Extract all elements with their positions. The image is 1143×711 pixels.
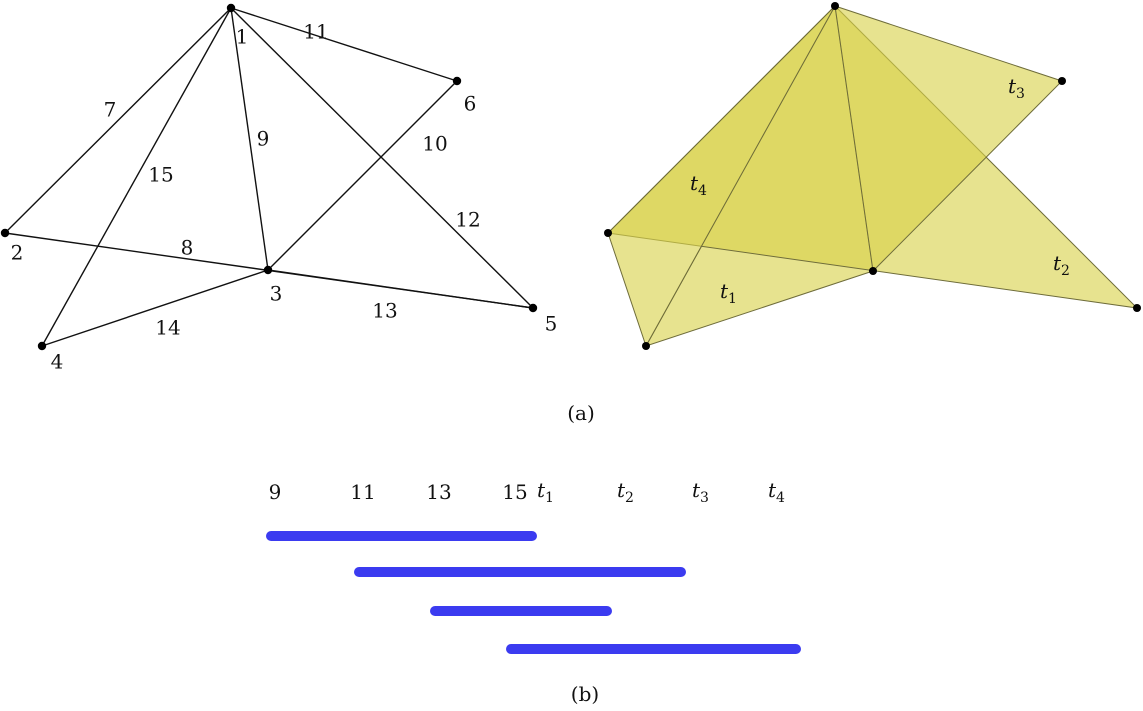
caption-b: (b) — [571, 682, 599, 706]
timeline-label: t4 — [768, 478, 785, 506]
vertex-label: 5 — [545, 312, 558, 336]
graph-vertex — [263, 265, 273, 275]
timeline-label: t1 — [537, 478, 554, 506]
graph-edge — [230, 7, 269, 271]
graph-vertex — [37, 341, 47, 351]
triangle-vertex — [1058, 77, 1066, 85]
caption-a: (a) — [567, 401, 595, 425]
triangle — [834, 5, 1063, 273]
vertex-label: 1 — [236, 25, 249, 49]
timeline-labels: 9 11 13 15 t1 t2 t3 t4 — [269, 478, 785, 506]
edge-label: 10 — [422, 132, 447, 156]
triangle-label: t3 — [1008, 74, 1025, 102]
graph-edge — [41, 7, 232, 347]
vertex-label: 2 — [11, 241, 24, 265]
graph-vertex — [226, 3, 236, 13]
graph-edge — [41, 269, 269, 347]
edge-label: 12 — [455, 208, 480, 232]
timeline-label: 13 — [426, 480, 451, 504]
graph-edge — [267, 269, 534, 309]
edge-label: 7 — [104, 98, 117, 122]
timeline-label: t3 — [692, 478, 709, 506]
triangle-label: t2 — [1053, 251, 1070, 279]
triangle-labels: t1 t2 t3 t4 — [690, 74, 1070, 307]
graph-vertex — [528, 303, 538, 313]
graph-vertices — [0, 3, 538, 351]
timeline-label: 11 — [350, 480, 375, 504]
triangle-vertex — [642, 342, 650, 350]
triangle-vertex — [604, 229, 612, 237]
graph-edge — [267, 80, 458, 271]
edge-label: 8 — [181, 236, 194, 260]
triangle-shapes — [606, 4, 1139, 348]
triangle — [607, 5, 836, 348]
vertex-label: 4 — [51, 350, 64, 374]
edge-label: 9 — [257, 127, 270, 151]
timeline-label: t2 — [617, 478, 634, 506]
timeline-label: 9 — [269, 480, 282, 504]
triangle-vertex — [1133, 304, 1141, 312]
graph-vertex — [0, 228, 10, 238]
graph-edge — [230, 7, 458, 82]
vertex-label: 3 — [270, 282, 283, 306]
triangle-vertex — [831, 2, 839, 10]
timeline-label: 15 — [502, 480, 527, 504]
triangle-label: t4 — [690, 171, 707, 199]
edge-label: 13 — [372, 299, 397, 323]
triangle-label: t1 — [720, 279, 737, 307]
edge-label: 15 — [148, 163, 173, 187]
graph-edge — [4, 7, 232, 234]
triangle-vertex — [869, 267, 877, 275]
triangle-vertices — [604, 2, 1141, 350]
graph-edges — [4, 7, 534, 347]
graph-vertex — [452, 76, 462, 86]
graph-edge — [230, 7, 534, 309]
vertex-label: 6 — [464, 92, 477, 116]
edge-label: 11 — [303, 20, 328, 44]
edge-label: 14 — [155, 316, 180, 340]
timeline-bars — [266, 531, 801, 654]
